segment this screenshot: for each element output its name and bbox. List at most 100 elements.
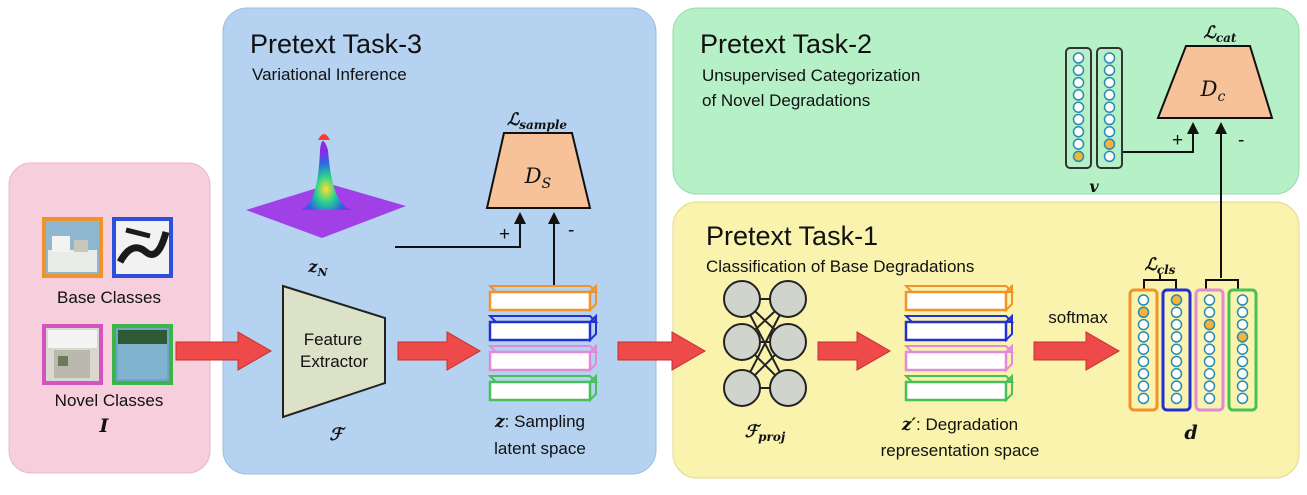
- task3-title: Pretext Task-3: [250, 29, 422, 59]
- d-cell: [1236, 368, 1249, 380]
- degradation-bar-blue: [903, 313, 1015, 343]
- input-symbol: I: [99, 415, 110, 437]
- d-cell: [1203, 343, 1216, 355]
- z-caption-1: z: Sampling: [494, 412, 585, 432]
- arrow-proj-to-zp: [817, 331, 892, 371]
- d-cell: [1236, 355, 1249, 368]
- latent-bar-pink: [487, 343, 599, 373]
- d-cell: [1236, 294, 1249, 306]
- cat-bracket: [1205, 279, 1239, 289]
- softmax-label: softmax: [1048, 308, 1108, 327]
- zn-to-ds-line: [395, 224, 521, 248]
- dc-label: Dc: [1200, 77, 1226, 105]
- d-symbol: d: [1184, 422, 1197, 444]
- z-to-ds-arrowhead: [548, 212, 560, 224]
- v-vector-cells: [1072, 52, 1116, 163]
- loss-cat: ℒcat: [1204, 23, 1237, 45]
- d-cell: [1236, 331, 1249, 343]
- v-cell: [1103, 150, 1116, 163]
- d-vector-orange: [1128, 288, 1159, 412]
- d-cell: [1137, 331, 1150, 343]
- arrow-zp-to-d: [1033, 331, 1121, 371]
- v-cell: [1072, 138, 1085, 150]
- arrow-extractor-to-z: [397, 331, 482, 371]
- extractor-line-1: Feature: [304, 330, 363, 349]
- d-cell: [1203, 294, 1216, 306]
- degradation-bar-orange: [903, 283, 1015, 313]
- d-cell: [1203, 318, 1216, 331]
- d-cell: [1137, 294, 1150, 306]
- task2-title: Pretext Task-2: [700, 29, 872, 59]
- degradation-bar-green: [903, 373, 1015, 403]
- v-cell: [1072, 113, 1085, 126]
- task1-title: Pretext Task-1: [706, 221, 878, 251]
- latent-bar-green: [487, 373, 599, 403]
- v-cell: [1072, 76, 1085, 89]
- v-to-dc-arrowhead: [1187, 122, 1199, 134]
- d-cell: [1170, 380, 1183, 392]
- d-cell: [1137, 306, 1150, 319]
- v-cell: [1103, 76, 1116, 89]
- d-cell: [1236, 392, 1249, 405]
- novel-classes-label: Novel Classes: [55, 391, 164, 410]
- loss-sample: ℒsample: [507, 110, 567, 132]
- v-cell: [1072, 52, 1085, 64]
- arrow-z-to-proj: [617, 331, 707, 371]
- projection-network: [723, 280, 807, 407]
- d-cell: [1236, 380, 1249, 392]
- extractor-line-2: Extractor: [300, 352, 368, 371]
- v-cell: [1072, 89, 1085, 101]
- v-to-dc-line: [1123, 134, 1194, 153]
- discriminator-dc: [1156, 45, 1274, 119]
- dc-plus: +: [1172, 130, 1183, 151]
- d-cell: [1170, 355, 1183, 368]
- d-vector-cells: [1137, 294, 1249, 405]
- d-cell: [1170, 343, 1183, 355]
- proj-symbol: ℱproj: [745, 422, 786, 444]
- discriminator-ds: [485, 132, 592, 209]
- degradation-bar-pink: [903, 343, 1015, 373]
- d-cell: [1137, 355, 1150, 368]
- latent-bar-blue: [487, 313, 599, 343]
- d-cell: [1137, 392, 1150, 405]
- d-cell: [1137, 380, 1150, 392]
- v-cell: [1072, 64, 1085, 77]
- base-image-1: [42, 217, 103, 278]
- zp-caption-1: z′: Degradation: [901, 415, 1018, 435]
- task2-subtitle-1: Unsupervised Categorization: [702, 66, 920, 85]
- v-cell: [1103, 101, 1116, 113]
- arrow-input-to-extractor: [175, 331, 273, 371]
- v-cell: [1072, 101, 1085, 113]
- d-cell: [1170, 368, 1183, 380]
- zn-to-ds-arrowhead: [514, 212, 526, 224]
- d-cell: [1203, 380, 1216, 392]
- base-image-2: [112, 217, 173, 278]
- feature-extractor: [282, 284, 386, 419]
- d-to-dc-arrowhead: [1215, 122, 1227, 134]
- d-cell: [1170, 318, 1183, 331]
- v-cell: [1103, 64, 1116, 77]
- ds-plus: +: [499, 224, 510, 245]
- ds-minus: -: [568, 220, 574, 241]
- d-cell: [1203, 368, 1216, 380]
- v-cell: [1072, 150, 1085, 163]
- d-vector-pink: [1194, 288, 1225, 412]
- novel-image-2: [112, 324, 173, 385]
- d-cell: [1170, 392, 1183, 405]
- v-cell: [1103, 138, 1116, 150]
- d-cell: [1236, 343, 1249, 355]
- v-cell: [1103, 52, 1116, 64]
- novel-image-1: [42, 324, 103, 385]
- d-cell: [1170, 294, 1183, 306]
- v-vector-1: [1065, 47, 1092, 169]
- d-cell: [1236, 318, 1249, 331]
- latent-bar-orange: [487, 283, 599, 313]
- d-cell: [1203, 306, 1216, 319]
- task2-panel: [672, 7, 1300, 195]
- task3-subtitle: Variational Inference: [252, 65, 407, 84]
- d-cell: [1170, 306, 1183, 319]
- v-cell: [1103, 89, 1116, 101]
- gaussian-prior-plot: [246, 134, 406, 238]
- input-panel: [8, 162, 211, 474]
- d-cell: [1137, 318, 1150, 331]
